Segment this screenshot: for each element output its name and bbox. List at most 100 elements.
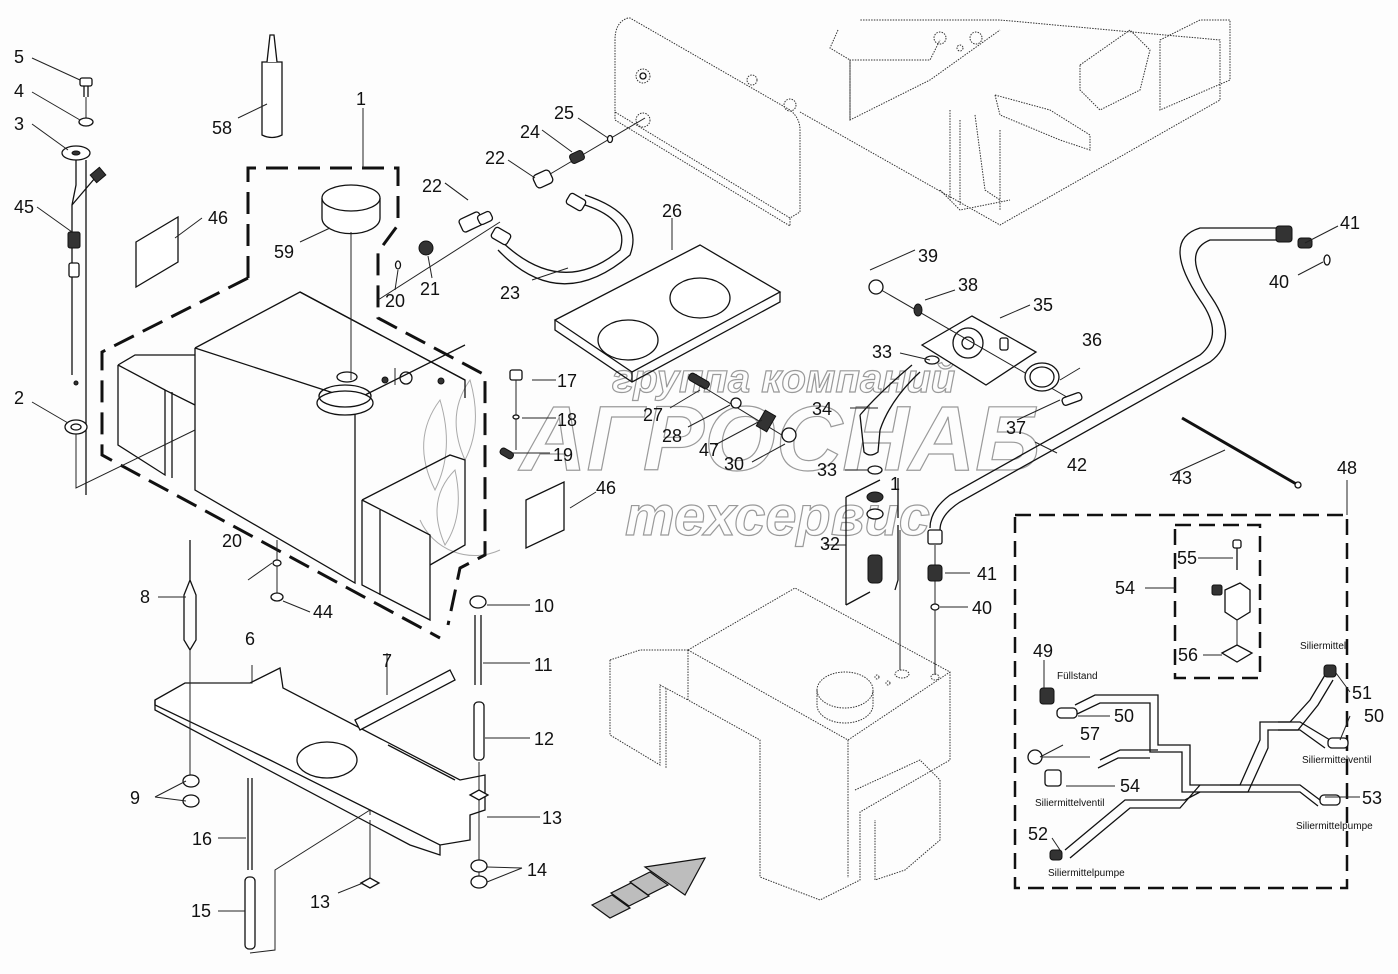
watermark-line3: техсервис <box>625 484 930 547</box>
callout-11: 11 <box>534 655 553 675</box>
callout-56: 56 <box>1178 645 1198 665</box>
part-46-label-plate-b <box>525 480 565 550</box>
callout-33-lower: 33 <box>817 460 837 480</box>
callout-50-left: 50 <box>1114 706 1134 726</box>
callout-1: 1 <box>356 89 366 109</box>
callout-15: 15 <box>191 901 211 921</box>
callout-35: 35 <box>1033 295 1053 315</box>
callout-9: 9 <box>130 788 140 808</box>
callout-23: 23 <box>500 283 520 303</box>
callout-45: 45 <box>14 197 34 217</box>
callout-17: 17 <box>557 371 577 391</box>
callout-49: 49 <box>1033 641 1053 661</box>
callout-36: 36 <box>1082 330 1102 350</box>
callout-40-top: 40 <box>1269 272 1289 292</box>
machine-frame <box>614 17 1231 227</box>
watermark-line2: АГРОСНАБ <box>518 388 1040 490</box>
callout-39: 39 <box>918 246 938 266</box>
flange-plate-35 <box>868 279 1083 406</box>
callout-57: 57 <box>1080 724 1100 744</box>
leader-lines <box>31 57 1360 912</box>
callout-53: 53 <box>1362 788 1382 808</box>
callout-7: 7 <box>382 651 392 671</box>
callout-40: 40 <box>972 598 992 618</box>
part-26-tray <box>553 244 782 383</box>
callout-50-right: 50 <box>1364 706 1384 726</box>
callout-3: 3 <box>14 114 24 134</box>
callout-4: 4 <box>14 81 24 101</box>
callout-44: 44 <box>313 602 333 622</box>
callout-43: 43 <box>1172 468 1192 488</box>
callout-37: 37 <box>1006 418 1026 438</box>
callout-33-upper: 33 <box>872 342 892 362</box>
callout-8: 8 <box>140 587 150 607</box>
callout-54: 54 <box>1120 776 1140 796</box>
harness-labels: Füllstand Siliermittel Siliermittelventi… <box>1035 641 1373 879</box>
callout-27: 27 <box>643 405 663 425</box>
callout-26: 26 <box>662 201 682 221</box>
callout-51: 51 <box>1352 683 1372 703</box>
callout-54-detail: 54 <box>1115 578 1135 598</box>
part-43-cable-tie <box>1181 416 1302 489</box>
callout-52: 52 <box>1028 824 1048 844</box>
callout-42: 42 <box>1067 455 1087 475</box>
callout-16: 16 <box>192 829 212 849</box>
callout-21: 21 <box>420 279 440 299</box>
label-siliermittelventil-left: Siliermittelventil <box>1035 798 1104 809</box>
callout-22-top: 22 <box>485 148 505 168</box>
callout-12: 12 <box>534 729 554 749</box>
callout-1-valve: 1 <box>890 474 900 494</box>
callout-46-lower: 46 <box>596 478 616 498</box>
lower-tank-view <box>609 587 951 901</box>
fittings-upper <box>377 192 634 301</box>
part-42-pipe <box>927 225 1331 675</box>
callout-6: 6 <box>245 629 255 649</box>
label-siliermittelventil-right: Siliermittelventil <box>1302 755 1371 766</box>
callout-34: 34 <box>812 399 832 419</box>
label-siliermittel: Siliermittel <box>1300 641 1346 652</box>
callout-59: 59 <box>274 242 294 262</box>
callout-58: 58 <box>212 118 232 138</box>
callout-20-lower: 20 <box>222 531 242 551</box>
part-59-cap <box>321 184 381 380</box>
callout-13-right: 13 <box>542 808 562 828</box>
callout-46: 46 <box>208 208 228 228</box>
callout-25: 25 <box>554 103 574 123</box>
callout-30: 30 <box>724 454 744 474</box>
bracket-hardware <box>499 369 797 460</box>
label-siliermittelpumpe-left: Siliermittelpumpe <box>1048 868 1125 879</box>
callout-41-top: 41 <box>1340 213 1360 233</box>
label-fuellstand: Füllstand <box>1057 671 1098 682</box>
callout-2: 2 <box>14 388 24 408</box>
watermark-leaf-logo <box>419 378 501 557</box>
callout-22: 22 <box>422 176 442 196</box>
wiring-harness-group <box>1013 480 1349 890</box>
callouts: 5 4 3 45 2 58 1 46 59 20 21 22 23 22 24 … <box>14 47 1384 921</box>
drain-hardware <box>270 540 284 602</box>
callout-13-left: 13 <box>310 892 330 912</box>
callout-55: 55 <box>1177 548 1197 568</box>
callout-48: 48 <box>1337 458 1357 478</box>
callout-28: 28 <box>662 426 682 446</box>
callout-38: 38 <box>958 275 978 295</box>
part-58-cartridge <box>261 34 283 139</box>
callout-14: 14 <box>527 860 547 880</box>
callout-20: 20 <box>385 291 405 311</box>
tank-assembly-group <box>100 166 487 640</box>
callout-32: 32 <box>820 534 840 554</box>
level-sensor-stack <box>61 77 196 495</box>
suction-hose-assembly <box>845 355 940 670</box>
callout-41: 41 <box>977 564 997 584</box>
label-siliermittelpumpe-right: Siliermittelpumpe <box>1296 821 1373 832</box>
callout-10: 10 <box>534 596 554 616</box>
callout-47: 47 <box>699 440 719 460</box>
fittings-top <box>532 117 646 189</box>
watermark-line1: группа компаний <box>612 357 955 401</box>
callout-24: 24 <box>520 122 540 142</box>
direction-arrow-icon <box>590 857 707 919</box>
callout-19: 19 <box>553 445 573 465</box>
callout-5: 5 <box>14 47 24 67</box>
part-46-label-plate <box>135 215 179 289</box>
base-plate-assembly <box>154 540 490 954</box>
